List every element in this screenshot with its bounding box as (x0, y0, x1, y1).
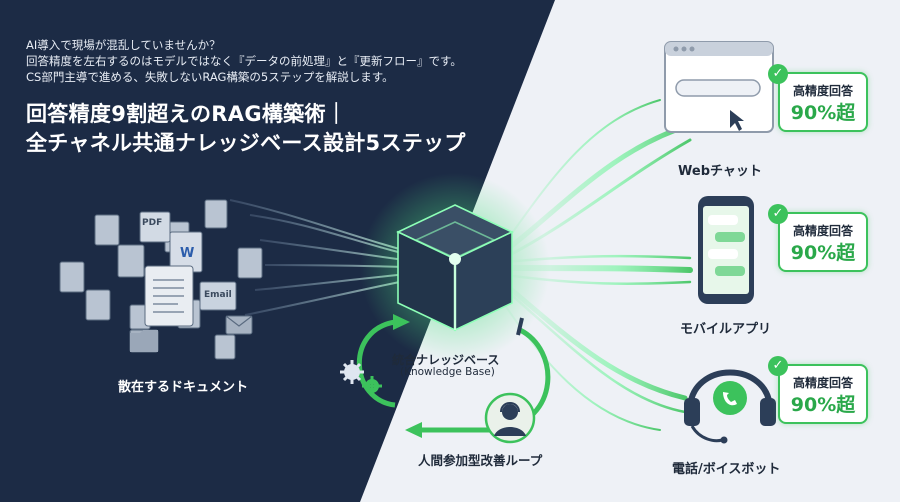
browser-icon (664, 41, 774, 133)
document-lines (153, 279, 184, 313)
envelope-icon (225, 315, 253, 327)
phone-icon (713, 381, 747, 415)
pdf-icon: PDF (142, 218, 163, 228)
knowledge-base-label: 統合ナレッジベース (392, 353, 500, 367)
badge-value: 90%超 (790, 102, 856, 124)
check-icon: ✓ (768, 204, 788, 224)
title-line-2: 全チャネル共通ナレッジベース設計5ステップ (26, 131, 466, 155)
badge-caption: 高精度回答 (792, 84, 853, 98)
folder-icon (130, 330, 158, 352)
cube-icon (396, 204, 514, 332)
intro-line-3: CS部門主導で進める、失敗しないRAG構築の5ステップを解説します。 (26, 70, 394, 84)
word-icon: W (180, 246, 195, 261)
improvement-loop-label: 人間参加型改善ループ (418, 453, 543, 468)
channel-label-voice: 電話/ボイスボット (672, 462, 781, 477)
headset-icon (684, 369, 776, 444)
channel-label-web: Webチャット (678, 164, 762, 179)
intro-line-1: AI導入で現場が混乱していませんか？ (26, 38, 221, 52)
check-icon: ✓ (768, 64, 788, 84)
gear-icon (340, 360, 382, 396)
badge-value: 90%超 (790, 394, 856, 416)
badge-value: 90%超 (790, 242, 856, 264)
dark-panel (0, 0, 555, 502)
cursor-icon (730, 110, 744, 131)
title-line-1: 回答精度9割超えのRAG構築術｜ (26, 102, 348, 126)
accuracy-badge-web: 高精度回答 90%超 (778, 72, 868, 132)
email-icon: Email (204, 290, 232, 300)
channel-label-mobile: モバイルアプリ (680, 322, 772, 337)
accuracy-badge-mobile: 高精度回答 90%超 (778, 212, 868, 272)
intro-line-2: 回答精度を左右するのはモデルではなく『データの前処理』と『更新フロー』です。 (26, 54, 462, 68)
operator-icon (484, 392, 536, 444)
check-icon: ✓ (768, 356, 788, 376)
accuracy-badge-voice: 高精度回答 90%超 (778, 364, 868, 424)
smartphone-icon (698, 196, 754, 304)
documents-label: 散在するドキュメント (118, 380, 249, 395)
knowledge-base-sublabel: (Knowledge Base) (400, 366, 495, 378)
badge-caption: 高精度回答 (792, 224, 853, 238)
badge-caption: 高精度回答 (792, 376, 853, 390)
